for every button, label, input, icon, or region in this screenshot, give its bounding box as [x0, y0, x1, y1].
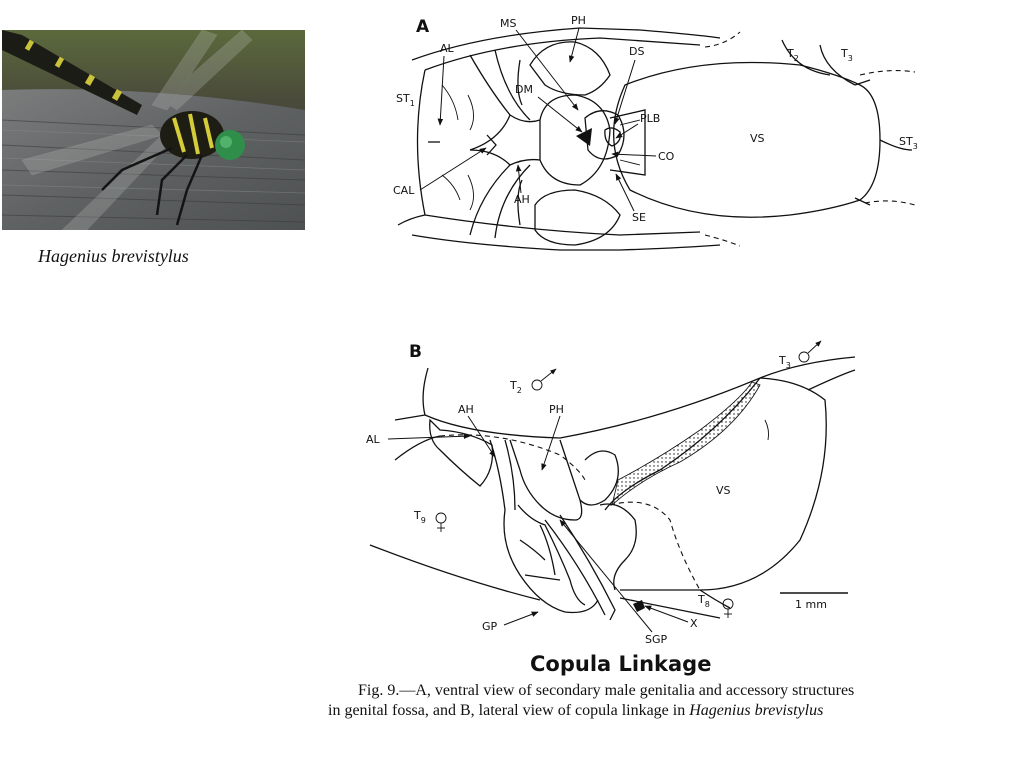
- dragonfly-photo: [2, 30, 305, 230]
- penis-bottom-lobe: [534, 189, 621, 246]
- label-b-t8-sub: 8: [705, 600, 710, 609]
- male-symbol-t3: [798, 340, 822, 363]
- label-t2: T: [786, 47, 794, 60]
- male-dorsal-edge: [424, 377, 761, 439]
- male-symbol-t2: [531, 368, 557, 391]
- label-plb: PLB: [640, 112, 660, 125]
- label-b-gp: GP: [482, 620, 498, 633]
- label-b-vs: VS: [716, 484, 731, 497]
- panel-label-b: B: [409, 342, 422, 362]
- caption-line-2-text: in genital fossa, and B, lateral view of…: [328, 702, 690, 719]
- cal-bracket: [486, 134, 497, 156]
- label-b-t3-sub: 3: [786, 361, 791, 370]
- panel-label-a: A: [416, 17, 430, 37]
- label-co: CO: [658, 150, 675, 163]
- caption-line-2: in genital fossa, and B, lateral view of…: [328, 701, 1008, 721]
- label-t3-sub: 3: [848, 54, 853, 63]
- label-ah: AH: [514, 193, 530, 206]
- dorsal-median-lobe: [539, 94, 611, 186]
- label-b-sgp: SGP: [645, 633, 668, 646]
- svg-text:T3: T3: [778, 354, 791, 370]
- label-b-ah: AH: [458, 403, 474, 416]
- label-b-ph: PH: [549, 403, 564, 416]
- label-cal: CAL: [393, 184, 415, 197]
- vesicle-spermalis: [612, 61, 881, 218]
- fossa-top-edge: [411, 27, 721, 61]
- label-b-t2: T: [509, 379, 517, 392]
- label-al: AL: [440, 42, 455, 55]
- diagram-title: Copula Linkage: [530, 652, 712, 676]
- svg-text:T8: T8: [697, 593, 710, 609]
- label-st1-sub: 1: [410, 99, 415, 108]
- svg-text:T3: T3: [840, 47, 853, 63]
- fossa-bottom-edge: [411, 234, 721, 251]
- label-b-t9: T: [413, 509, 421, 522]
- scale-label: 1 mm: [795, 598, 827, 611]
- svg-text:ST1: ST1: [396, 92, 415, 108]
- female-t9-edge: [369, 544, 541, 601]
- vesicle-spermalis: [620, 377, 827, 591]
- label-t2-sub: 2: [794, 54, 799, 63]
- svg-text:ST3: ST3: [899, 135, 918, 151]
- label-ds: DS: [629, 45, 644, 58]
- st1-edge: [416, 69, 426, 216]
- label-dm: DM: [515, 83, 533, 96]
- caption-species: Hagenius brevistylus: [689, 702, 824, 719]
- female-symbol-t8: [722, 598, 734, 618]
- label-b-t9-sub: 9: [421, 516, 426, 525]
- svg-text:T2: T2: [786, 47, 799, 63]
- svg-text:T9: T9: [413, 509, 426, 525]
- figure-caption: Fig. 9.—A, ventral view of secondary mal…: [328, 681, 1008, 721]
- photo-caption: Hagenius brevistylus: [38, 246, 189, 266]
- svg-text:T2: T2: [509, 379, 522, 395]
- label-b-t2-sub: 2: [517, 386, 522, 395]
- label-t3: T: [840, 47, 848, 60]
- label-vs: VS: [750, 132, 765, 145]
- label-b-t3: T: [778, 354, 786, 367]
- label-b-x: X: [690, 617, 698, 630]
- label-b-t8: T: [697, 593, 705, 606]
- label-ms: MS: [500, 17, 516, 30]
- label-b-al: AL: [366, 433, 381, 446]
- label-st3-sub: 3: [913, 142, 918, 151]
- penis-top-lobe: [529, 41, 611, 96]
- male-segment-left: [422, 367, 429, 416]
- label-ph: PH: [571, 14, 586, 27]
- label-se: SE: [632, 211, 646, 224]
- label-st1: ST: [396, 92, 410, 105]
- label-st3: ST: [899, 135, 913, 148]
- caption-line-1: Fig. 9.—A, ventral view of secondary mal…: [358, 682, 855, 699]
- stippled-membrane: [611, 381, 761, 507]
- female-symbol-t9: [435, 512, 447, 532]
